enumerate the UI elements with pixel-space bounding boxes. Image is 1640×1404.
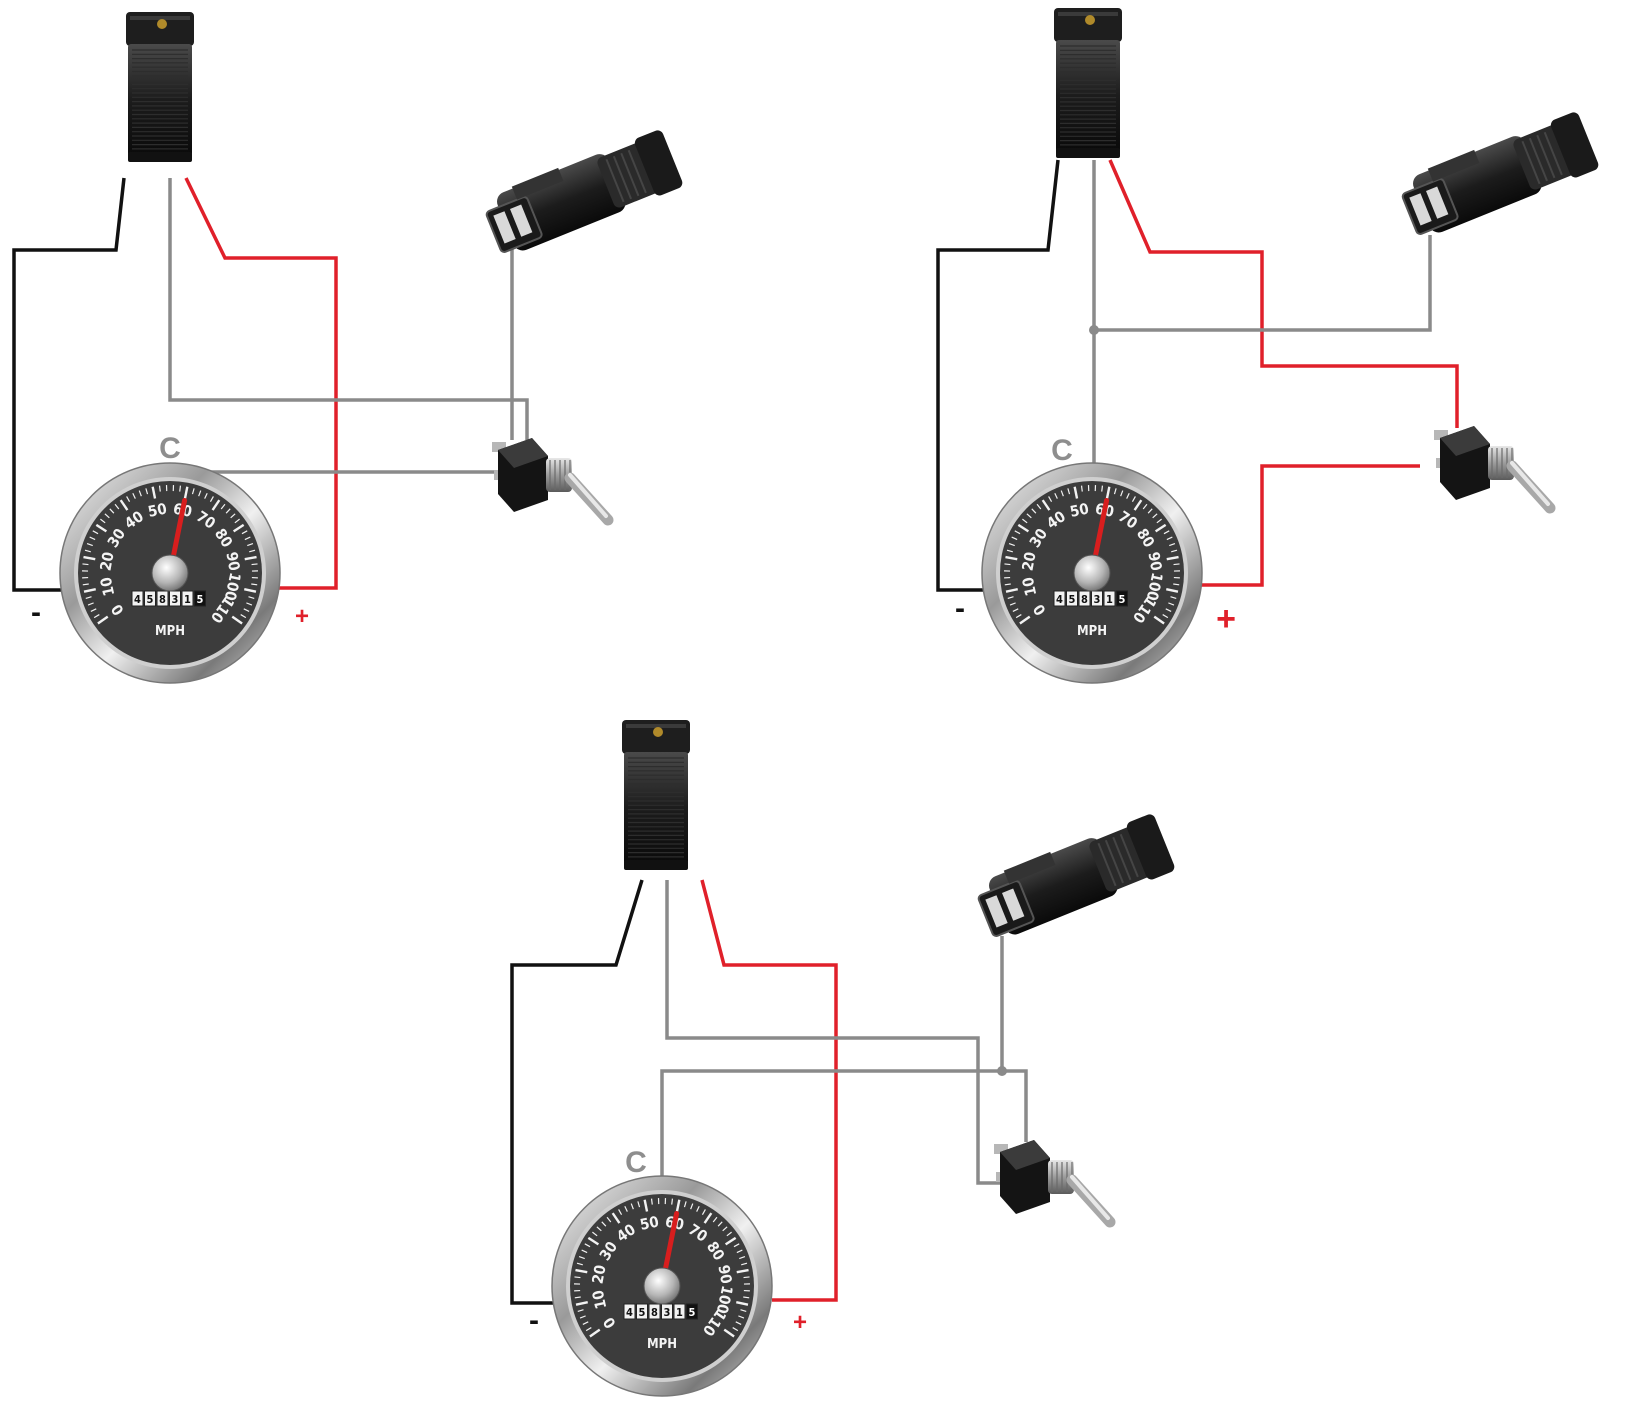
- gauge-scale-label: 100: [221, 571, 245, 602]
- negative-terminal-label: -: [31, 596, 41, 629]
- speed-sender-module-icon: [1054, 8, 1122, 158]
- gauge-scale-label: 20: [97, 551, 118, 573]
- gauge-scale-label: 90: [714, 1264, 735, 1286]
- gauge-scale-label: 100: [1143, 571, 1167, 602]
- gray-wire-signal: [168, 178, 529, 440]
- odometer-digit: 3: [664, 1306, 671, 1319]
- odometer-digit: 1: [184, 593, 191, 606]
- odometer-cell: [144, 590, 156, 607]
- odometer-digit: 1: [1106, 593, 1113, 606]
- odometer-digit: 8: [1081, 593, 1088, 606]
- odometer-cell: [1091, 590, 1103, 607]
- gray-wire-signal: [665, 880, 1000, 1185]
- negative-terminal-label: -: [955, 592, 965, 625]
- toggle-switch-icon: [1434, 426, 1556, 514]
- red-wire-switched: [1200, 464, 1420, 587]
- vss-connector-icon: [1401, 112, 1599, 235]
- odometer-digit: 5: [689, 1306, 696, 1319]
- gauge-scale-label: 50: [638, 1213, 660, 1234]
- odometer-digit: 8: [651, 1306, 658, 1319]
- odometer-cell: [181, 590, 194, 607]
- odometer-cell: [673, 1303, 686, 1320]
- gauge-scale-label: 10: [1019, 576, 1041, 598]
- odometer-digit: 3: [172, 593, 179, 606]
- vss-connector-icon: [977, 814, 1175, 937]
- gauge-scale-label: 90: [1144, 551, 1165, 573]
- gauge-scale-label: 20: [1019, 551, 1040, 573]
- odometer-digit: 3: [1094, 593, 1101, 606]
- red-wire-power: [1108, 159, 1459, 428]
- odometer-digit: 4: [134, 593, 141, 606]
- odometer-cell: [1066, 590, 1078, 607]
- odometer-digit: 5: [1119, 593, 1126, 606]
- terminal-c-label: C: [625, 1146, 647, 1179]
- odometer-cell: [1078, 590, 1091, 607]
- speedometer-icon: 0102030405060708090100110MPH458315: [59, 462, 281, 684]
- odometer-digit: 5: [1069, 593, 1076, 606]
- black-wire-ground: [510, 879, 644, 1305]
- labels-layer: C - + C - + C - +: [31, 432, 1236, 1337]
- speedometer-icon: 0102030405060708090100110MPH458315: [981, 462, 1203, 684]
- red-wire-power: [700, 879, 838, 1302]
- odometer-digit: 5: [639, 1306, 646, 1319]
- gauge-scale-label: 50: [146, 500, 168, 521]
- positive-terminal-label: +: [1216, 600, 1236, 638]
- gauge-scale-label: 10: [97, 576, 119, 598]
- wire-junction: [1089, 325, 1099, 335]
- gauge-scale-label: 100: [713, 1284, 737, 1315]
- odometer-cell: [623, 1303, 636, 1320]
- odometer-cell: [156, 590, 169, 607]
- wire-junction: [997, 1066, 1007, 1076]
- gauge-hub: [1073, 554, 1111, 592]
- positive-terminal-label: +: [793, 1309, 807, 1336]
- odometer-cell: [636, 1303, 648, 1320]
- gauge-scale-label: 10: [589, 1289, 611, 1311]
- gray-wire-switch-c: [660, 1069, 1028, 1183]
- speedometer-icon: 0102030405060708090100110MPH458315: [551, 1175, 773, 1397]
- gauge-scale-label: 20: [589, 1264, 610, 1286]
- odometer-cell: [1116, 590, 1128, 607]
- red-wire-power: [184, 177, 338, 590]
- gauge-scale-label: 90: [222, 551, 243, 573]
- vss-connector-icon: [485, 130, 683, 253]
- black-wire-ground: [12, 177, 126, 592]
- terminal-c-label: C: [1051, 434, 1073, 467]
- gauge-scale-label: 50: [1068, 500, 1090, 521]
- odometer-cell: [1103, 590, 1116, 607]
- gauge-hub: [151, 554, 189, 592]
- gauge-hub: [643, 1267, 681, 1305]
- odometer-cell: [194, 590, 206, 607]
- odometer-digit: 5: [147, 593, 154, 606]
- odometer-cell: [661, 1303, 673, 1320]
- gauge-unit-label: MPH: [647, 1337, 677, 1352]
- negative-terminal-label: -: [529, 1304, 539, 1337]
- odometer-cell: [169, 590, 181, 607]
- odometer-cell: [131, 590, 144, 607]
- black-wire-ground: [936, 159, 1060, 592]
- toggle-switch-icon: [994, 1140, 1116, 1228]
- odometer-digit: 1: [676, 1306, 683, 1319]
- odometer-digit: 4: [1056, 593, 1063, 606]
- odometer-digit: 8: [159, 593, 166, 606]
- positive-terminal-label: +: [295, 603, 309, 630]
- wires-layer: [12, 159, 1459, 1305]
- gauge-unit-label: MPH: [1077, 624, 1107, 639]
- gauge-unit-label: MPH: [155, 624, 185, 639]
- odometer-digit: 5: [197, 593, 204, 606]
- odometer-cell: [1053, 590, 1066, 607]
- speed-sender-module-icon: [126, 12, 194, 162]
- odometer-cell: [648, 1303, 661, 1320]
- odometer-cell: [686, 1303, 698, 1320]
- terminal-c-label: C: [159, 432, 181, 465]
- speed-sender-module-icon: [622, 720, 690, 870]
- gray-wire-connector: [1094, 235, 1432, 332]
- components-layer: 0102030405060708090100110MPH458315010203…: [59, 8, 1599, 1397]
- odometer-digit: 4: [626, 1306, 633, 1319]
- toggle-switch-icon: [492, 438, 614, 526]
